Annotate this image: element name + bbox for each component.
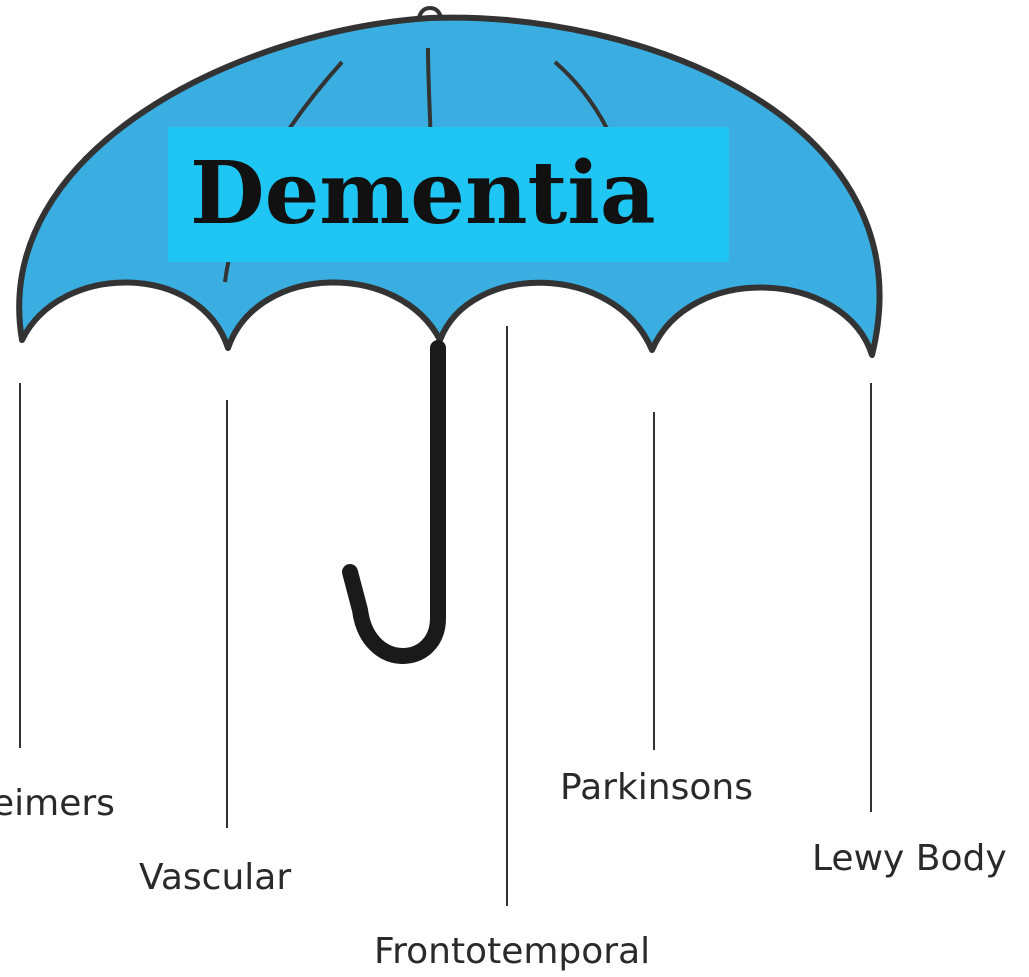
label-parkinsons: Parkinsons	[560, 768, 753, 808]
umbrella-handle	[350, 348, 438, 656]
label-alzheimers: eimers	[0, 784, 115, 824]
diagram-title: Dementia	[190, 144, 656, 244]
label-lewy-body: Lewy Body	[812, 839, 1007, 879]
label-frontotemporal: Frontotemporal	[374, 932, 650, 972]
label-vascular: Vascular	[139, 858, 291, 898]
